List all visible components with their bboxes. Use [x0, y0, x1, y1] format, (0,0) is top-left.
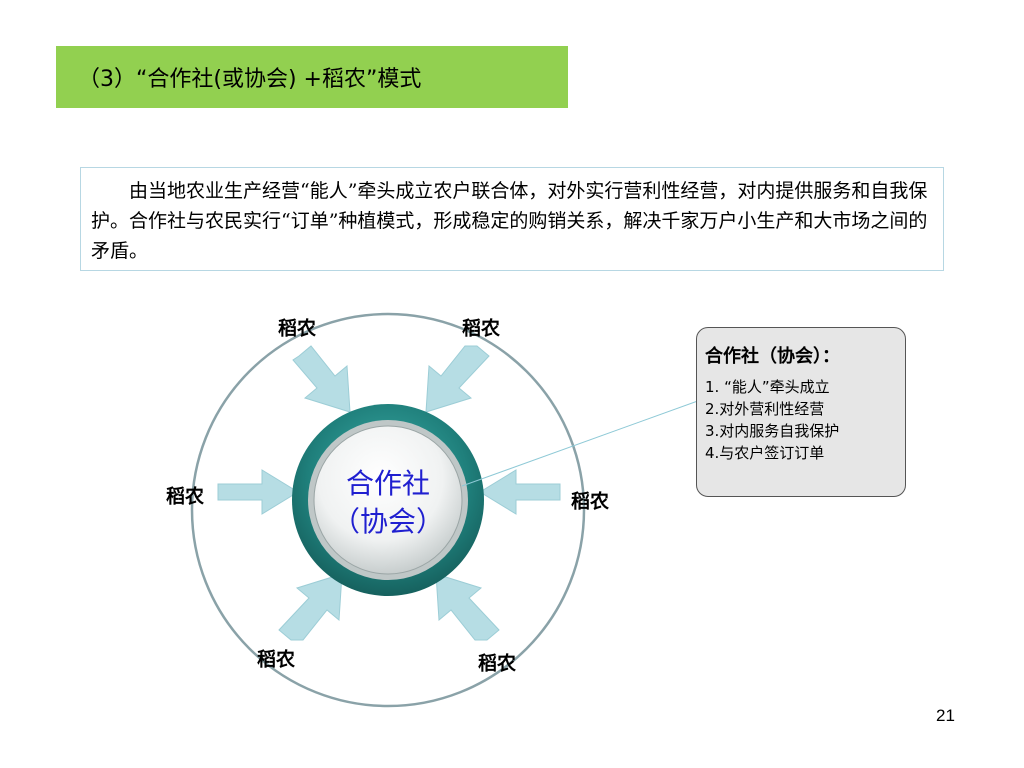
description-box: 由当地农业生产经营“能人”牵头成立农户联合体，对外实行营利性经营，对内提供服务和…: [80, 167, 944, 271]
node-label-bottom-left: 稻农: [256, 648, 296, 671]
arrow-left: [217, 469, 299, 515]
center-label-line1: 合作社: [345, 467, 430, 500]
center-label-line2: （协会）: [331, 505, 444, 538]
node-label-left: 稻农: [165, 485, 205, 508]
node-label-bottom-right: 稻农: [477, 652, 517, 675]
arrow-top-left: [292, 345, 351, 413]
info-item: 4.与农户签订订单: [705, 444, 825, 462]
page-number: 21: [936, 706, 955, 725]
arrow-right: [479, 469, 561, 515]
info-title: 合作社（协会）：: [705, 346, 840, 367]
slide-title: （3）“合作社(或协会) +稻农”模式: [56, 46, 568, 108]
node-label-top-right: 稻农: [461, 317, 501, 340]
info-item: 3.对内服务自我保护: [705, 422, 840, 440]
node-label-right: 稻农: [570, 490, 610, 513]
node-label-top-left: 稻农: [277, 317, 317, 340]
arrow-bottom-right: [435, 573, 500, 641]
leader-line: [461, 397, 707, 487]
info-item: 1. “能人”牵头成立: [705, 378, 830, 396]
info-box: 合作社（协会）： 1. “能人”牵头成立 2.对外营利性经营 3.对内服务自我保…: [696, 327, 906, 497]
arrow-bottom-left: [278, 573, 343, 641]
arrow-top-right: [425, 345, 490, 413]
center-face: [313, 425, 463, 575]
center-label: 合作社 （协会）: [288, 458, 488, 548]
info-item: 2.对外营利性经营: [705, 400, 825, 418]
outer-circle: [190, 312, 586, 708]
